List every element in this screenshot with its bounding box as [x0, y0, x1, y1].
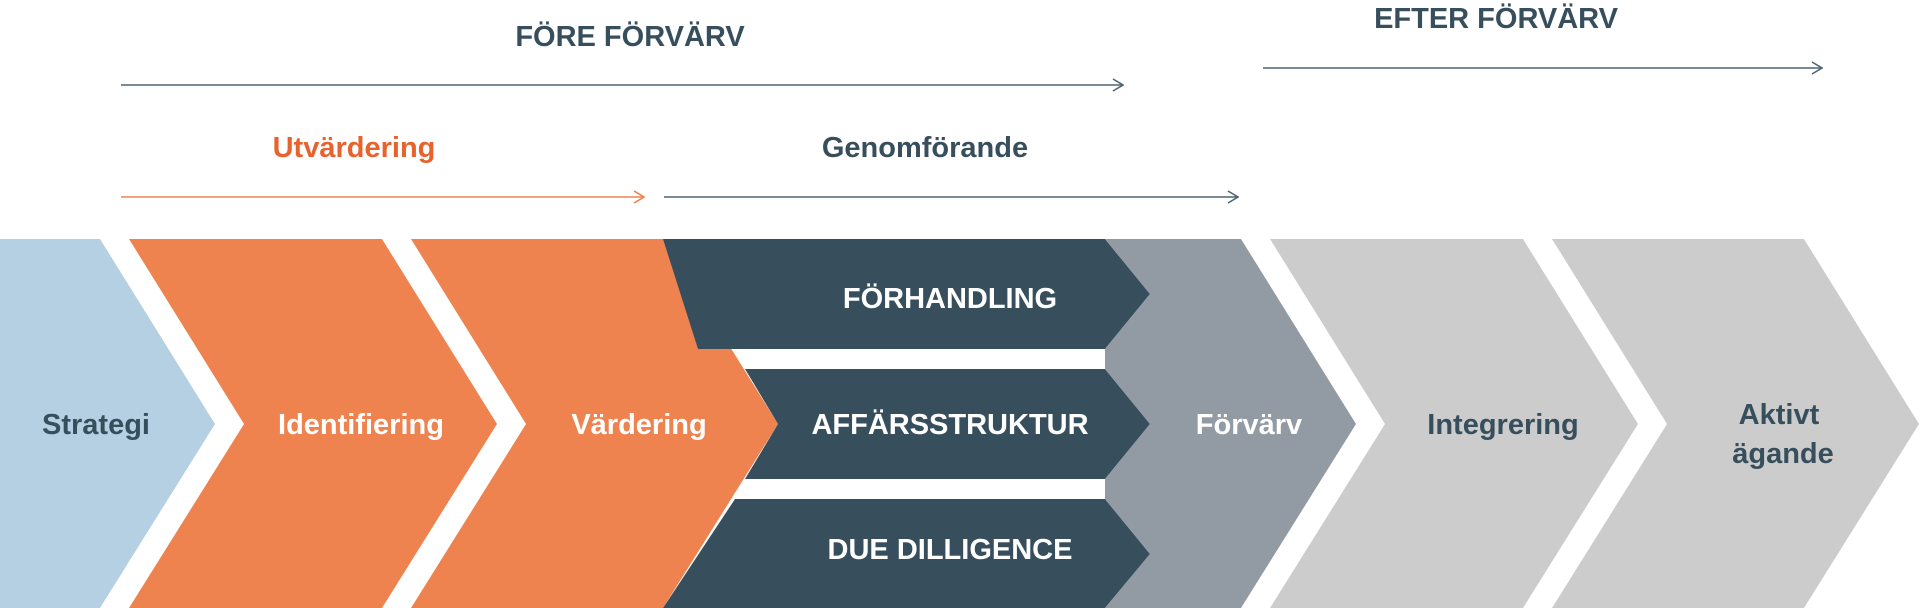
- due-diligence-label: DUE DILLIGENCE: [828, 534, 1073, 566]
- strategy-chevron: [0, 239, 215, 608]
- identification-chevron: [129, 239, 497, 608]
- acquisition-label: Förvärv: [1196, 409, 1302, 441]
- after-acquisition-label: EFTER FÖRVÄRV: [1374, 2, 1619, 35]
- ownership-label-line1: Aktivt: [1739, 399, 1820, 431]
- due-diligence-band: [663, 499, 1150, 608]
- negotiation-band: [663, 239, 1150, 349]
- ownership-chevron: [1552, 239, 1919, 608]
- integration-chevron: [1270, 239, 1638, 608]
- valuation-chevron: [411, 239, 778, 608]
- negotiation-label: FÖRHANDLING: [843, 282, 1057, 315]
- deal-structure-band: [745, 369, 1150, 479]
- strategy-label: Strategi: [42, 409, 150, 441]
- ownership-label: Aktivt ägande: [1732, 399, 1834, 470]
- ownership-label-line2: ägande: [1732, 438, 1834, 470]
- identification-label: Identifiering: [278, 409, 444, 441]
- valuation-label: Värdering: [571, 409, 706, 441]
- acquisition-chevron: [1105, 239, 1356, 608]
- deal-structure-label: AFFÄRSSTRUKTUR: [811, 408, 1088, 441]
- integration-label: Integrering: [1427, 409, 1578, 441]
- before-acquisition-label: FÖRE FÖRVÄRV: [515, 20, 745, 53]
- evaluation-label: Utvärdering: [273, 132, 436, 164]
- execution-label: Genomförande: [822, 132, 1028, 164]
